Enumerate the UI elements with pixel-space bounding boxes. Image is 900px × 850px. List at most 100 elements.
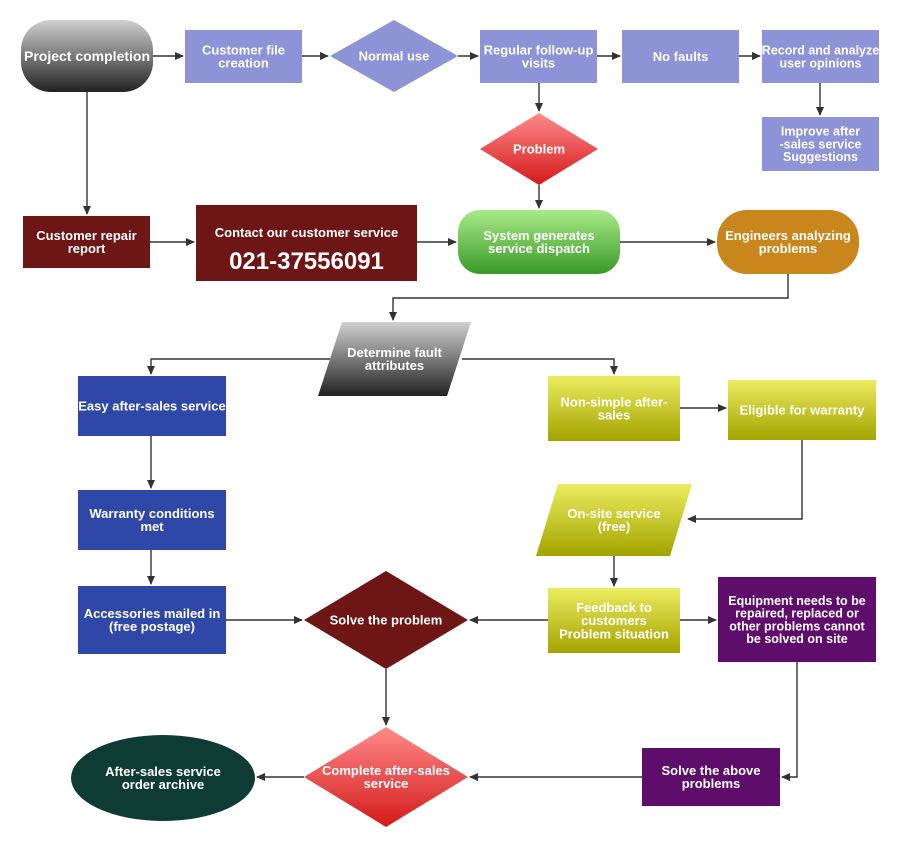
archive-label-line: order archive	[122, 777, 204, 792]
complete-service-label-line: service	[364, 776, 409, 791]
equipment-repair-label-line: repaired, replaced or	[735, 607, 859, 621]
archive-label-line: After-sales service	[105, 764, 221, 779]
node-shape	[304, 727, 468, 827]
feedback-label-line: customers	[581, 613, 647, 628]
node-shape	[78, 376, 226, 436]
determine-fault-label-line: attributes	[365, 358, 424, 373]
equipment-repair-label-line: other problems cannot	[729, 619, 865, 633]
node-shape	[458, 210, 620, 274]
system-dispatch-label-line: System generates	[483, 228, 594, 243]
node-shape	[196, 205, 417, 281]
improve-service-label-line: Improve after	[781, 125, 860, 139]
solve-problem-label-line: Solve the problem	[330, 613, 443, 628]
node-shape	[728, 380, 876, 440]
record-analyze-label-line: Record and analyze	[762, 44, 879, 58]
customer-file-creation-label-line: Customer file	[202, 42, 285, 57]
node-shape	[642, 748, 780, 806]
node-shape	[330, 20, 458, 92]
node-shape	[78, 586, 226, 654]
non-simple-node: Non-simple after-sales	[548, 376, 680, 441]
easy-service-node: Easy after-sales service	[78, 376, 226, 436]
node-shape	[548, 588, 680, 653]
connector-arrow	[781, 662, 798, 781]
node-shape	[548, 376, 680, 441]
node-shape	[185, 30, 302, 83]
improve-service-label-line: -sales service	[779, 137, 861, 151]
feedback-label-line: Feedback to	[576, 600, 652, 615]
feedback-label-line: Problem situation	[559, 626, 669, 641]
onsite-service-label-line: On-site service	[567, 506, 660, 521]
no-faults-node: No faults	[622, 30, 739, 83]
node-shape	[762, 117, 879, 171]
node-shape	[318, 322, 471, 396]
solve-above-label-line: problems	[682, 776, 741, 791]
accessories-mailed-label-line: Accessories mailed in	[84, 606, 221, 621]
node-shape	[78, 490, 226, 550]
connector-layer	[83, 52, 824, 781]
node-shape	[718, 577, 876, 662]
solve-problem-node: Solve the problem	[304, 571, 468, 669]
engineers-analyzing-label-line: Engineers analyzing	[725, 228, 851, 243]
node-shape	[304, 571, 468, 669]
equipment-repair-label-line: be solved on site	[746, 632, 847, 646]
onsite-service-node: On-site service(free)	[536, 484, 692, 556]
regular-followup-label-line: Regular follow-up	[484, 42, 594, 57]
warranty-met-label-line: Warranty conditions	[89, 506, 214, 521]
determine-fault-label-line: Determine fault	[347, 345, 442, 360]
project-completion-label-line: Project completion	[24, 48, 150, 64]
easy-service-label-line: Easy after-sales service	[78, 399, 225, 414]
node-shape	[536, 484, 692, 556]
contact-service-node: Contact our customer service 021-37556091	[196, 205, 417, 281]
customer-repair-report-label-line: Customer repair	[36, 228, 136, 243]
connector-arrow	[389, 274, 789, 321]
accessories-mailed-node: Accessories mailed in(free postage)	[78, 586, 226, 654]
non-simple-label-line: sales	[598, 408, 631, 423]
node-shape	[622, 30, 739, 83]
connector-arrow	[687, 440, 803, 523]
non-simple-label-line: Non-simple after-	[561, 394, 668, 409]
node-shape	[762, 30, 879, 83]
record-analyze-label-line: user opinions	[780, 56, 862, 70]
phone-number: 021-37556091	[229, 248, 384, 275]
problem-label-line: Problem	[513, 142, 565, 157]
equipment-repair-label-line: Equipment needs to be	[728, 594, 866, 608]
node-shape	[23, 216, 150, 268]
engineers-analyzing-label-line: problems	[759, 241, 818, 256]
node-shape	[480, 30, 597, 83]
eligible-warranty-node: Eligible for warranty	[728, 380, 876, 440]
project-completion-node: Project completion	[21, 20, 153, 92]
regular-followup-label-line: visits	[522, 56, 555, 71]
contact-service-label-line: Contact our customer service	[215, 225, 399, 240]
node-shape	[21, 20, 153, 92]
connector-arrow	[147, 358, 330, 375]
eligible-warranty-label-line: Eligible for warranty	[740, 403, 866, 418]
customer-file-creation-label-line: creation	[218, 56, 269, 71]
solve-above-label-line: Solve the above	[662, 763, 761, 778]
no-faults-label-line: No faults	[653, 49, 709, 64]
node-shape	[480, 113, 598, 185]
customer-repair-report-label-line: report	[68, 241, 106, 256]
connector-arrow	[462, 358, 618, 375]
system-dispatch-label-line: service dispatch	[488, 241, 590, 256]
problem-node: Problem	[480, 113, 598, 185]
improve-service-label-line: Suggestions	[783, 150, 858, 164]
accessories-mailed-label-line: (free postage)	[109, 619, 195, 634]
node-shape	[717, 210, 859, 274]
